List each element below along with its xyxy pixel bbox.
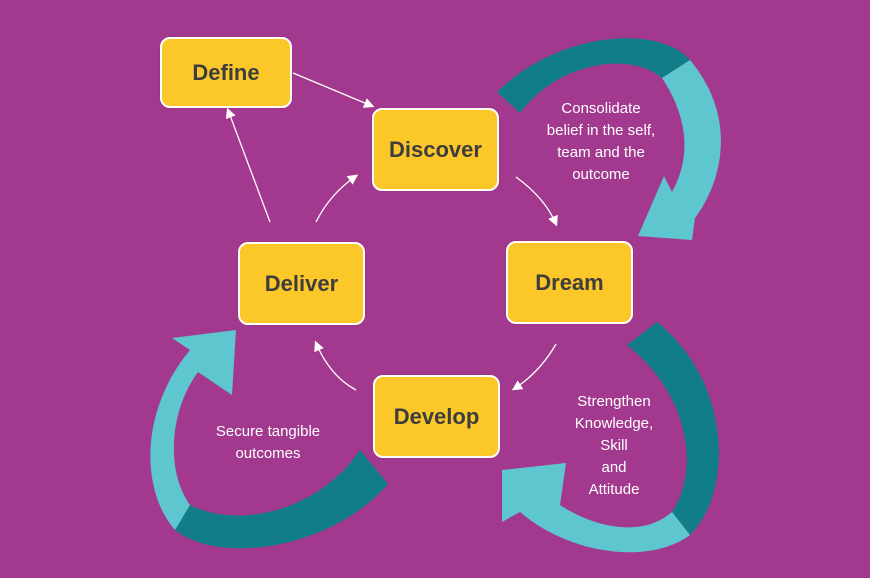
curved-arrow-bottom-right <box>502 322 719 553</box>
note-consolidate-line: Consolidate <box>561 100 641 117</box>
note-strengthen: Strengthen Knowledge, Skill and Attitude <box>552 391 676 501</box>
connector-dream-to-develop <box>511 343 557 391</box>
connector-deliver-to-define <box>225 107 271 223</box>
note-consolidate-line: team and the <box>557 144 645 161</box>
curved-arrow-bottom-left <box>150 330 388 549</box>
note-consolidate: Consolidate belief in the self, team and… <box>528 98 674 186</box>
note-strengthen-line: Knowledge, <box>574 415 654 432</box>
note-secure: Secure tangible outcomes <box>200 421 336 465</box>
connector-define-to-discover <box>292 72 375 108</box>
connector-discover-to-dream <box>515 176 558 227</box>
note-consolidate-line: outcome <box>572 166 630 183</box>
node-discover-label: Discover <box>389 136 482 162</box>
node-deliver-label: Deliver <box>264 270 339 296</box>
note-secure-line: Secure tangible <box>215 423 321 440</box>
note-secure-line: outcomes <box>235 445 301 462</box>
node-develop: Develop <box>373 375 500 458</box>
connector-develop-to-deliver <box>314 340 357 391</box>
node-define: Define <box>160 37 292 108</box>
node-discover: Discover <box>372 108 499 191</box>
note-strengthen-line: Strengthen <box>577 393 651 410</box>
node-deliver: Deliver <box>238 242 365 325</box>
node-define-label: Define <box>192 59 260 85</box>
node-dream-label: Dream <box>535 269 604 295</box>
note-consolidate-line: belief in the self, <box>546 122 656 139</box>
node-develop-label: Develop <box>393 403 480 429</box>
curved-arrow-top-right <box>497 38 721 240</box>
note-strengthen-line: Attitude <box>588 481 640 498</box>
connector-deliver-to-discover <box>315 174 359 223</box>
note-strengthen-line: and <box>601 459 627 476</box>
node-dream: Dream <box>506 241 633 324</box>
note-strengthen-line: Skill <box>600 437 628 454</box>
